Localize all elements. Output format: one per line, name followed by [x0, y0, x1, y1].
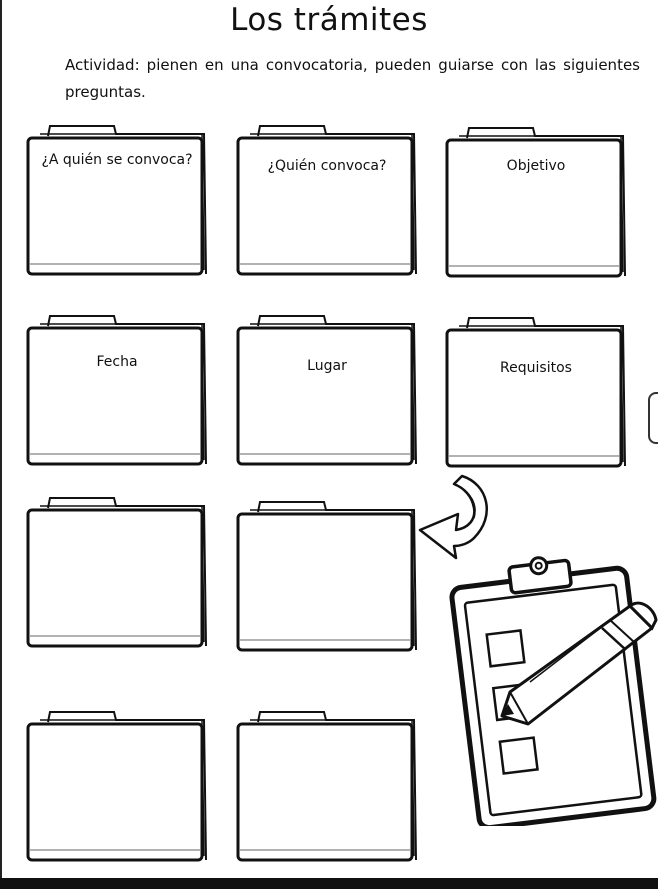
folder-requirements: Requisitos: [445, 316, 627, 471]
folder-icon: [26, 497, 207, 648]
page-left-border: [0, 0, 2, 878]
folder-blank: [26, 710, 208, 865]
folder-icon: [236, 711, 417, 862]
folder-blank: [26, 496, 208, 651]
folder-label: Requisitos: [500, 360, 572, 376]
folder-icon: [445, 127, 626, 278]
folder-label: ¿Quién convoca?: [267, 158, 387, 174]
folder-who-convenes: ¿Quién convoca?: [236, 124, 418, 279]
folder-blank: [236, 500, 418, 655]
activity-instructions: Actividad: pienen en una convocatoria, p…: [65, 56, 640, 101]
folder-icon: [26, 315, 207, 466]
folder-date: Fecha: [26, 314, 208, 469]
pencil-icon: [500, 601, 658, 726]
folder-label: Fecha: [96, 354, 138, 370]
bottom-bar: [0, 878, 658, 889]
page-title: Los trámites: [230, 2, 428, 38]
folder-label: Objetivo: [506, 158, 566, 174]
folder-who-is-convened: ¿A quién se convoca?: [26, 124, 208, 279]
folder-place: Lugar: [236, 314, 418, 469]
folder-icon: [26, 125, 207, 276]
clipboard-checklist-icon: [449, 556, 658, 826]
folder-icon: [236, 315, 417, 466]
side-tab: [648, 392, 658, 444]
folder-icon: [445, 317, 626, 468]
folder-blank: [236, 710, 418, 865]
folder-objective: Objetivo: [445, 126, 627, 281]
curved-arrow-icon: [418, 474, 489, 560]
folder-icon: [236, 501, 417, 652]
folder-icon: [236, 125, 417, 276]
folder-icon: [26, 711, 207, 862]
folder-label: ¿A quién se convoca?: [41, 152, 193, 168]
folder-label: Lugar: [307, 358, 347, 374]
